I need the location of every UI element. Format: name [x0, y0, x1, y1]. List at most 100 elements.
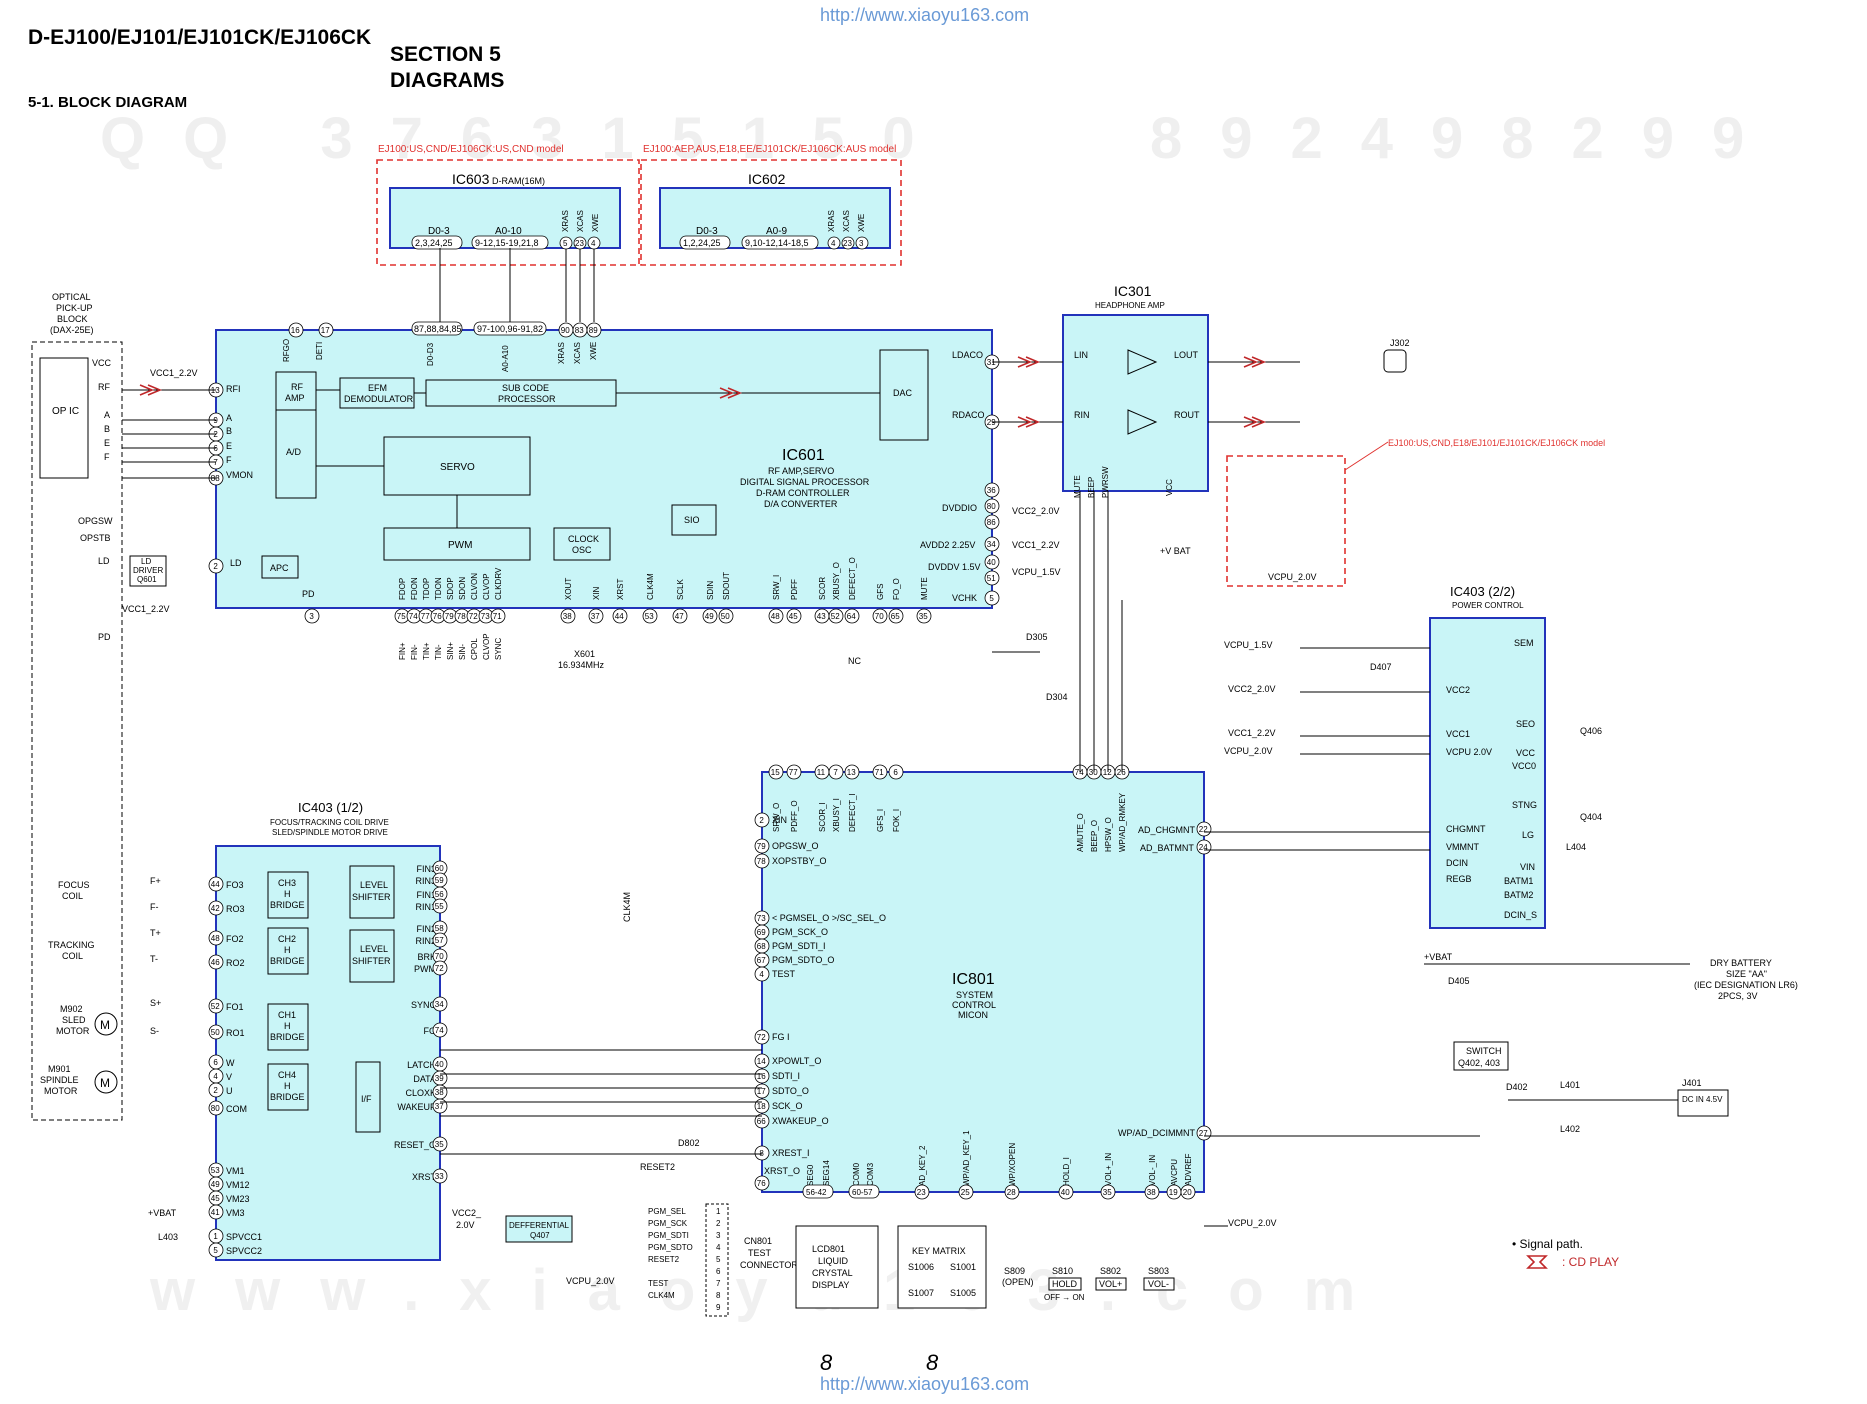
svg-text:VCC: VCC: [1516, 748, 1536, 758]
svg-text:NC: NC: [848, 656, 861, 666]
pin-number: 83: [575, 326, 584, 335]
svg-text:F: F: [104, 452, 110, 462]
driver-output: W: [226, 1058, 235, 1068]
svg-text:SIZE "AA": SIZE "AA": [1726, 969, 1767, 979]
svg-text:S810: S810: [1052, 1266, 1073, 1276]
ic603-d-label: D0-3: [428, 226, 450, 237]
ic601-d-pins: 87,88,84,85: [414, 324, 462, 334]
svg-text:XCAS: XCAS: [842, 210, 851, 232]
svg-text:DIGITAL SIGNAL PROCESSOR: DIGITAL SIGNAL PROCESSOR: [740, 477, 870, 487]
svg-text:MOTOR: MOTOR: [56, 1026, 90, 1036]
pin-number: 49: [211, 1180, 220, 1189]
ic603-name: IC603: [452, 171, 490, 187]
pin-circle: [754, 812, 770, 828]
svg-text:LD: LD: [98, 556, 110, 566]
svg-text:BEEP: BEEP: [1087, 477, 1096, 498]
differential-label: DEFFERENTIAL: [509, 1221, 570, 1230]
level-shifter: SHIFTER: [352, 892, 391, 902]
pin-number: 24: [1199, 843, 1208, 852]
ic801-name: IC801: [952, 971, 995, 988]
driver-output: RO1: [226, 1028, 245, 1038]
svg-text:CLK4M: CLK4M: [622, 892, 632, 922]
pin-circle: [754, 838, 770, 854]
svg-text:M: M: [100, 1076, 110, 1090]
svg-text:LG: LG: [1522, 830, 1534, 840]
pin-circle: [872, 608, 888, 624]
driver-output: FO1: [226, 1002, 244, 1012]
svg-text:PROCESSOR: PROCESSOR: [498, 394, 556, 404]
pin-number: 76: [433, 612, 442, 621]
pin-circle: [844, 764, 860, 780]
ic801-top-label: AMUTE_O: [1076, 813, 1085, 852]
driver-input: RIN1: [415, 902, 436, 912]
cn801-signal: TEST: [648, 1279, 669, 1288]
svg-text:PD: PD: [302, 589, 315, 599]
cn801-pin: 9: [716, 1303, 721, 1312]
ic601-bottom-label: SRW_I: [772, 575, 781, 600]
ic801-top-label: BEEP_O: [1090, 820, 1099, 852]
svg-text:L401: L401: [1560, 1080, 1580, 1090]
svg-text:M: M: [100, 1018, 110, 1032]
ic601-fin-label: SYNC: [494, 638, 503, 660]
pin-number: 36: [987, 486, 996, 495]
ic403b-block: [1429, 617, 1546, 929]
pin-number: 28: [1007, 1188, 1016, 1197]
pin-circle: [984, 498, 1000, 514]
svg-text:SDTO_O: SDTO_O: [772, 1086, 809, 1096]
ic601-fin-label: FIN-: [410, 644, 419, 660]
pin-number: 5: [989, 594, 994, 603]
svg-text:5: 5: [563, 239, 568, 248]
pin-circle: [828, 764, 844, 780]
supply-label: VM1: [226, 1166, 245, 1176]
pin-number: 5: [213, 1246, 218, 1255]
pin-circle: [1100, 1184, 1116, 1200]
pin-circle: [984, 570, 1000, 586]
bridge-h: H: [284, 1021, 291, 1031]
ic801-bottom-label: HOLD_I: [1062, 1157, 1071, 1186]
svg-text:+V BAT: +V BAT: [1160, 546, 1191, 556]
source-url-bottom[interactable]: http://www.xiaoyu163.com: [820, 1374, 1030, 1394]
pin-circle: [754, 966, 770, 982]
svg-text:FG I: FG I: [772, 1032, 790, 1042]
source-url-top[interactable]: http://www.xiaoyu163.com: [820, 5, 1030, 25]
pin-number: 34: [435, 1000, 444, 1009]
svg-text:RF: RF: [98, 382, 110, 392]
pin-circle: [754, 1145, 770, 1161]
svg-text:CLOCK: CLOCK: [568, 534, 599, 544]
svg-text:VCC1_2.2V: VCC1_2.2V: [1228, 728, 1276, 738]
svg-text:3: 3: [859, 239, 864, 248]
driver-output: RO3: [226, 904, 245, 914]
svg-text:VCPU_2.0V: VCPU_2.0V: [1224, 746, 1273, 756]
pin-circle: [984, 554, 1000, 570]
ic403a-name: IC403 (1/2): [298, 800, 363, 815]
svg-text:SEM: SEM: [1514, 638, 1534, 648]
pin-number: 37: [435, 1102, 444, 1111]
pin-number: 2: [213, 1086, 218, 1095]
pin-number: 4: [213, 1072, 218, 1081]
supply-label: VM23: [226, 1194, 250, 1204]
svg-text:WP/AD_DCIMMNT: WP/AD_DCIMMNT: [1118, 1128, 1195, 1138]
svg-text:RF AMP,SERVO: RF AMP,SERVO: [768, 466, 834, 476]
ic801-top-label: SCOR_I: [818, 802, 827, 832]
driver-input: RIN2: [415, 936, 436, 946]
ic601-bottom-label: FDOP: [398, 578, 407, 600]
svg-text:B: B: [104, 424, 110, 434]
svg-text:B: B: [226, 426, 232, 436]
svg-text:XWE: XWE: [589, 342, 598, 360]
pin-number: 74: [1075, 768, 1084, 777]
pin-circle: [984, 514, 1000, 530]
svg-text:VCC2: VCC2: [1446, 685, 1470, 695]
svg-text:J401: J401: [1682, 1078, 1702, 1088]
svg-text:F: F: [226, 455, 232, 465]
svg-text:VCHK: VCHK: [952, 593, 977, 603]
svg-text:VCC2_2.0V: VCC2_2.0V: [1012, 506, 1060, 516]
pin-circle: [754, 1068, 770, 1084]
pin-number: 42: [211, 904, 220, 913]
pin-circle: [208, 1100, 224, 1116]
svg-text:VCC2_2.0V: VCC2_2.0V: [1228, 684, 1276, 694]
svg-text:AD_CHGMNT: AD_CHGMNT: [1138, 825, 1196, 835]
pin-number: 2: [213, 562, 218, 571]
bridge-channel: CH2: [278, 934, 296, 944]
pin-number: 80: [211, 1104, 220, 1113]
supply-label: SPVCC1: [226, 1232, 262, 1242]
